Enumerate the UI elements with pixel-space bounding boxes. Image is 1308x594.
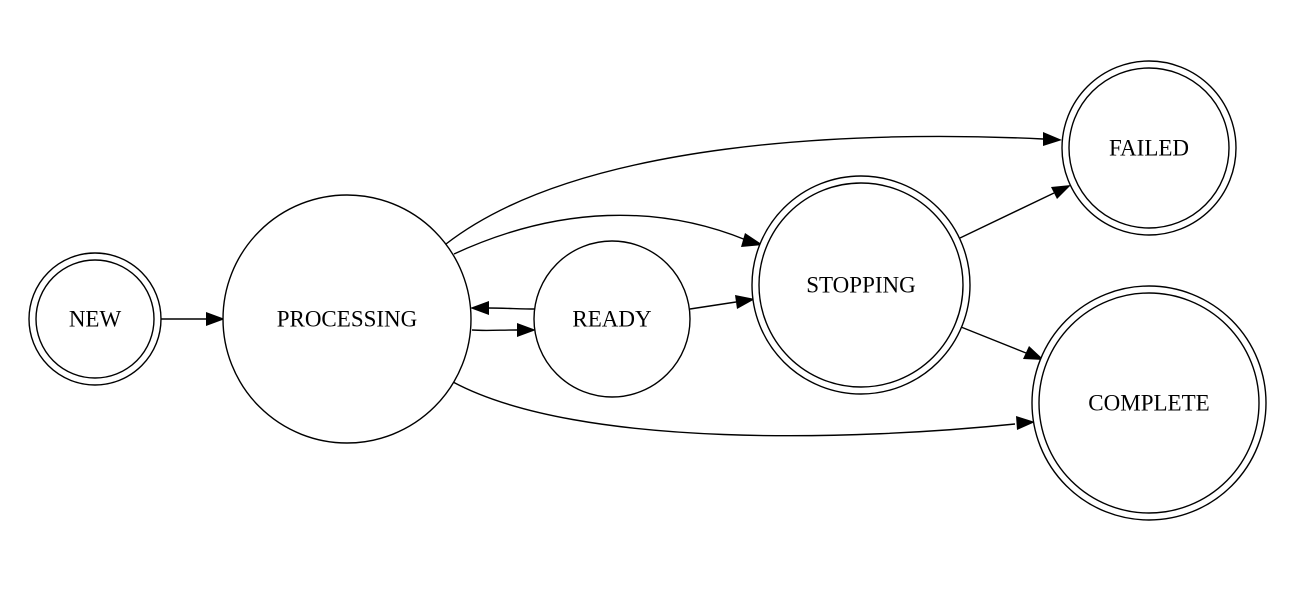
edge-new-to-processing-arrowhead <box>206 312 225 326</box>
edge-stopping-to-complete <box>960 326 1027 354</box>
edge-stopping-to-failed-arrowhead <box>1051 185 1071 199</box>
state-label-ready: READY <box>572 307 652 332</box>
state-node-processing: PROCESSING <box>222 194 472 444</box>
edge-ready-to-processing-arrowhead <box>470 301 489 315</box>
edge-stopping-to-failed <box>959 192 1055 239</box>
edge-processing-to-complete <box>452 381 1016 437</box>
edge-stopping-to-complete-arrowhead <box>1023 346 1044 360</box>
state-label-complete: COMPLETE <box>1088 391 1209 416</box>
edge-processing-to-failed-arrowhead <box>1043 132 1062 146</box>
state-node-stopping: STOPPING <box>751 175 971 395</box>
state-node-failed-inner-ring <box>1068 67 1230 229</box>
state-node-complete-inner-ring <box>1038 292 1260 514</box>
edge-processing-to-ready-arrowhead <box>517 323 536 337</box>
edge-ready-to-stopping <box>689 301 737 310</box>
edge-processing-to-stopping-arrowhead <box>741 233 763 247</box>
edge-processing-to-complete-arrowhead <box>1016 416 1035 430</box>
edge-ready-to-processing <box>487 307 536 310</box>
edge-processing-to-stopping <box>453 214 747 255</box>
state-node-stopping-inner-ring <box>758 182 964 388</box>
state-node-processing-ring <box>222 194 472 444</box>
state-node-new: NEW <box>28 252 162 386</box>
edge-ready-to-stopping-arrowhead <box>735 295 755 309</box>
state-node-ready-ring <box>533 240 691 398</box>
state-node-complete: COMPLETE <box>1031 285 1267 521</box>
state-label-processing: PROCESSING <box>277 307 418 332</box>
state-node-ready: READY <box>533 240 691 398</box>
state-label-new: NEW <box>69 307 122 332</box>
state-node-failed: FAILED <box>1061 60 1237 236</box>
state-label-failed: FAILED <box>1109 136 1189 161</box>
state-node-new-inner-ring <box>35 259 155 379</box>
edge-processing-to-failed <box>445 135 1044 245</box>
state-label-stopping: STOPPING <box>806 273 916 298</box>
